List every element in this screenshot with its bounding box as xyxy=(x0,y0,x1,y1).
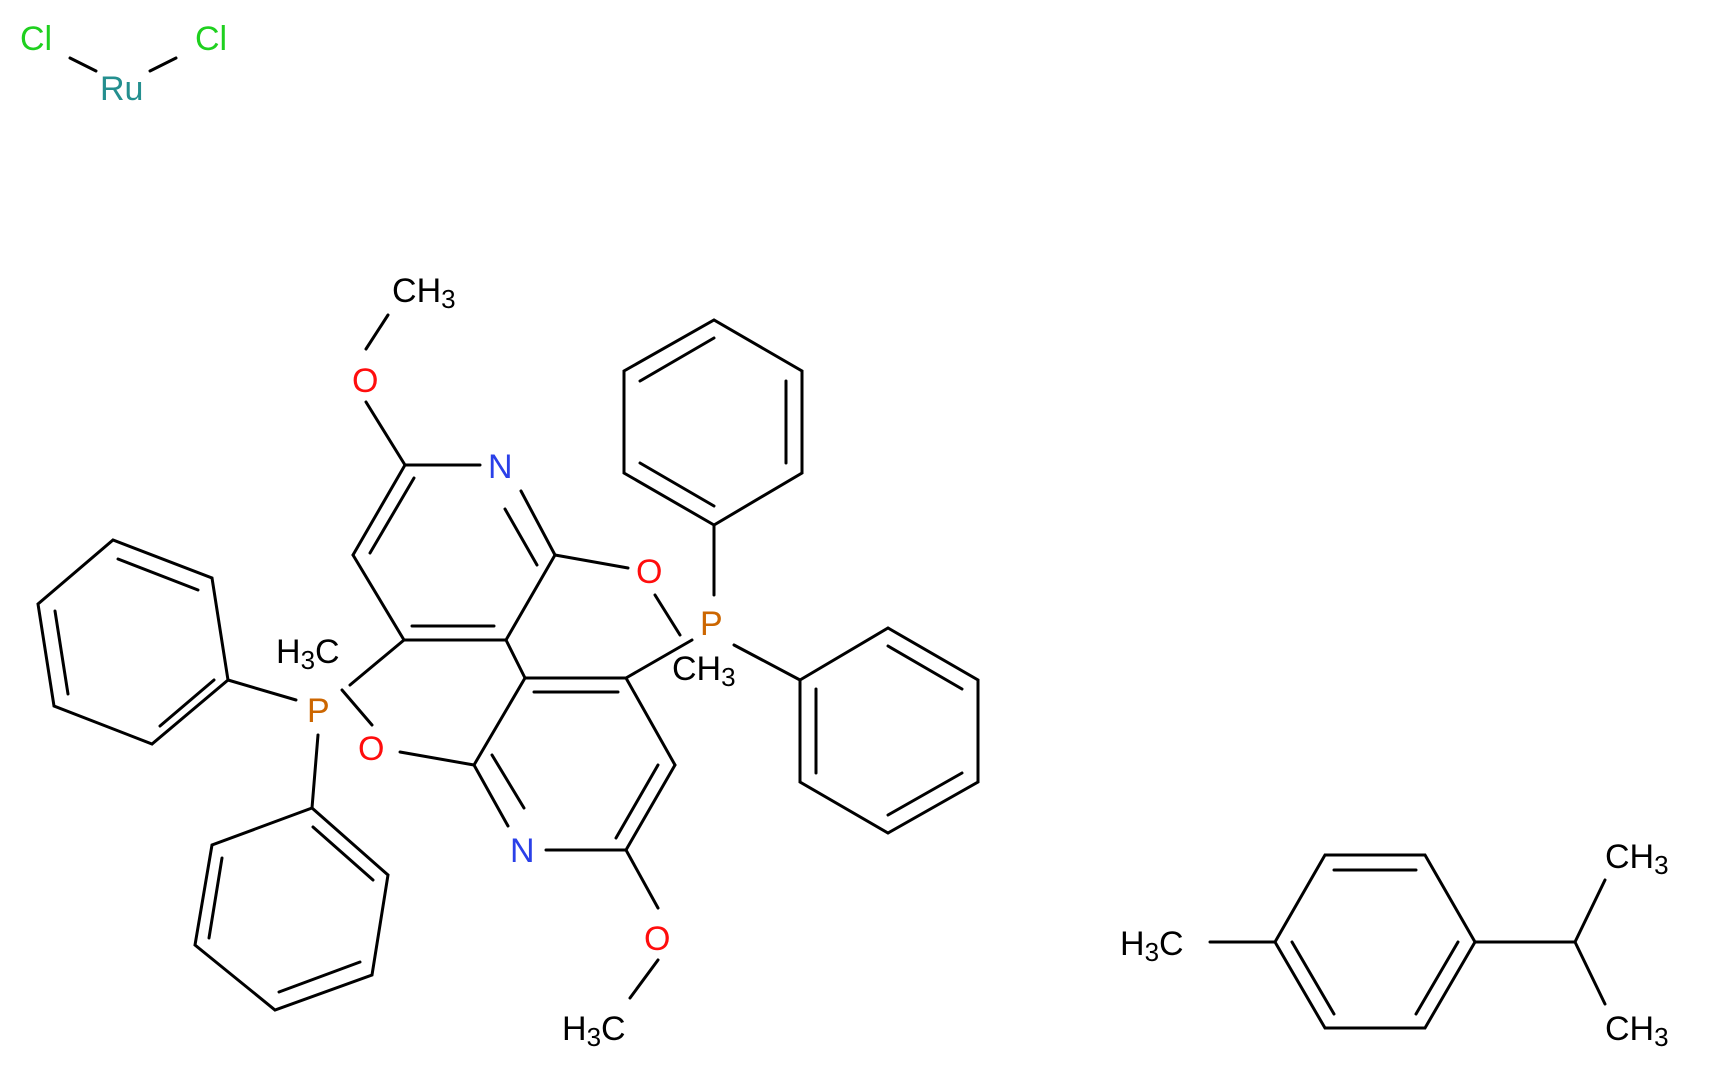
bond-upper-o-ch3 xyxy=(653,593,682,637)
bond-lower-c2-o xyxy=(398,750,476,767)
atom-left-ether-o: O xyxy=(358,730,384,768)
bond-upper-ring-n-c2 xyxy=(519,489,557,557)
phenyl-ring-right-upper xyxy=(622,318,804,527)
bond-isopropyl-methyl-top xyxy=(1573,878,1607,944)
bond-bottom-c-o xyxy=(624,848,660,910)
atom-left-ether-h3c: H3C xyxy=(276,633,340,675)
bond-lower-ring-n-c2-inner xyxy=(490,753,526,810)
atom-cymene-ch3-bottom: CH3 xyxy=(1605,1010,1669,1052)
bond-lower-ring-c5-c6-inner xyxy=(614,763,660,840)
bond-upper-ring-c5-c6-inner xyxy=(368,476,416,555)
bipyridine-diphosphine-ligand: CH3 O N O P CH3 H3C P O N O H3C xyxy=(36,272,980,1052)
atom-bottom-h3c: H3C xyxy=(562,1010,626,1052)
bond-upper-ring-c4-c5 xyxy=(351,553,406,642)
p-cymene-molecule: H3C CH3 CH3 xyxy=(1120,838,1669,1052)
bond-cl-ru-left xyxy=(68,56,98,73)
atom-left-p: P xyxy=(307,692,330,730)
bond-left-p-ph-lower xyxy=(310,733,320,810)
cymene-double-2 xyxy=(1414,940,1460,1016)
bond-top-ch3-o xyxy=(364,313,390,351)
phenyl-ring-right-lower xyxy=(798,626,980,835)
bond-upper-ring-c2-c3 xyxy=(504,553,557,642)
atom-cymene-ch3-top: CH3 xyxy=(1605,838,1669,880)
atom-upper-ether-ch3: CH3 xyxy=(672,650,736,692)
bond-upper-c2-o xyxy=(553,553,630,570)
bond-biaryl xyxy=(504,638,527,680)
bond-ru-cl-right xyxy=(148,56,178,73)
bond-isopropyl-methyl-bottom xyxy=(1573,940,1607,1006)
phenyl-ring-left-upper xyxy=(36,538,230,746)
bond-lower-ring-c4-c5 xyxy=(624,676,677,767)
atom-right-p: P xyxy=(700,605,723,643)
cymene-double-3 xyxy=(1290,940,1336,1016)
bond-upper-ring-c5-c6 xyxy=(351,463,407,557)
atom-top-ch3: CH3 xyxy=(392,272,456,314)
cymene-ring xyxy=(1273,853,1477,1030)
atom-top-o: O xyxy=(352,362,378,400)
atom-bottom-o: O xyxy=(644,920,670,958)
bond-top-o-c xyxy=(364,400,407,467)
atom-ru: Ru xyxy=(100,70,143,108)
atom-lower-n: N xyxy=(510,832,535,870)
phenyl-ring-left-lower xyxy=(193,806,390,1012)
ruthenium-dichloride-fragment: Cl Cl Ru xyxy=(20,20,227,108)
bond-upper-ring-n-c2-inner xyxy=(503,507,539,567)
bond-right-p-ph-lower xyxy=(732,643,802,682)
bond-left-o-ch3 xyxy=(340,688,374,727)
bond-lower-ring-n-c2 xyxy=(472,763,510,828)
bond-left-p-ph-upper xyxy=(226,678,298,702)
bond-c5-left-p xyxy=(348,638,406,687)
atom-upper-n: N xyxy=(488,448,513,486)
atom-upper-ether-o: O xyxy=(636,553,662,591)
bond-bottom-o-ch3 xyxy=(628,958,660,1000)
atom-cymene-h3c: H3C xyxy=(1120,925,1184,967)
bond-lower-ring-c2-c3 xyxy=(472,676,527,767)
atom-cl-left: Cl xyxy=(20,20,52,58)
atom-cl-right: Cl xyxy=(195,20,227,58)
bond-lower-ring-c5-c6 xyxy=(624,763,677,852)
bond-c4-right-p xyxy=(624,638,694,680)
